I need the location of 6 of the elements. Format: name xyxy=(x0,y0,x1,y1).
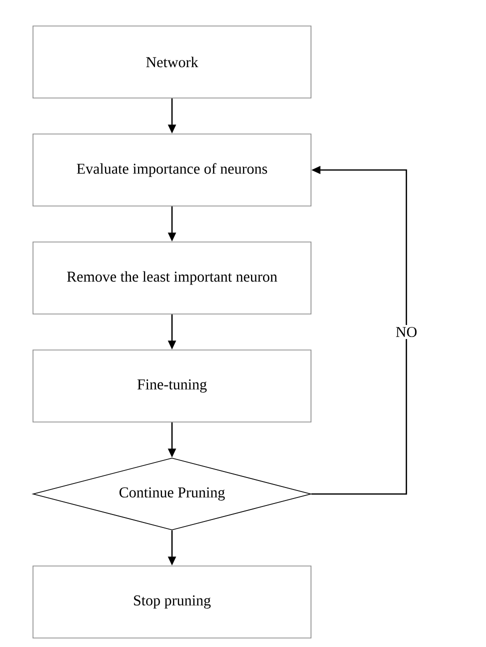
process-box: Fine-tuning xyxy=(32,350,312,422)
process-box: Stop pruning xyxy=(32,566,312,638)
process-box: Remove the least important neuron xyxy=(32,242,312,314)
process-box: Network xyxy=(32,26,312,98)
edge-label: NO xyxy=(394,324,420,340)
process-box: Evaluate importance of neurons xyxy=(32,134,312,206)
